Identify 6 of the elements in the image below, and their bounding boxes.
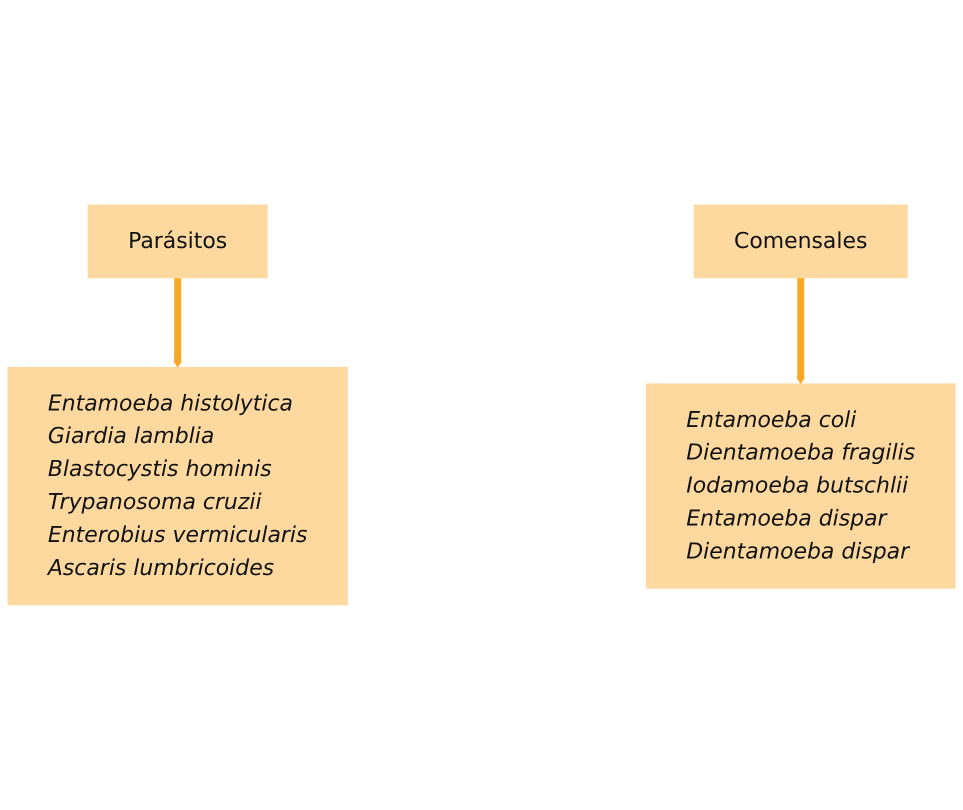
- node-box: Comensales: [694, 204, 908, 278]
- node-box: Parásitos: [88, 204, 268, 278]
- node-box: Entamoeba coli Dientamoeba fragilis Iodamoeba butschlii Entamoeba dispar Dientamoeba dispar: [646, 384, 956, 589]
- node-box: Entamoeba histolytica Giardia lamblia Blastocystis hominis Trypanosoma cruzii Enterobius vermicularis Ascaris lumbricoides: [8, 367, 348, 606]
- arrow: [796, 278, 806, 384]
- arrow: [173, 278, 182, 368]
